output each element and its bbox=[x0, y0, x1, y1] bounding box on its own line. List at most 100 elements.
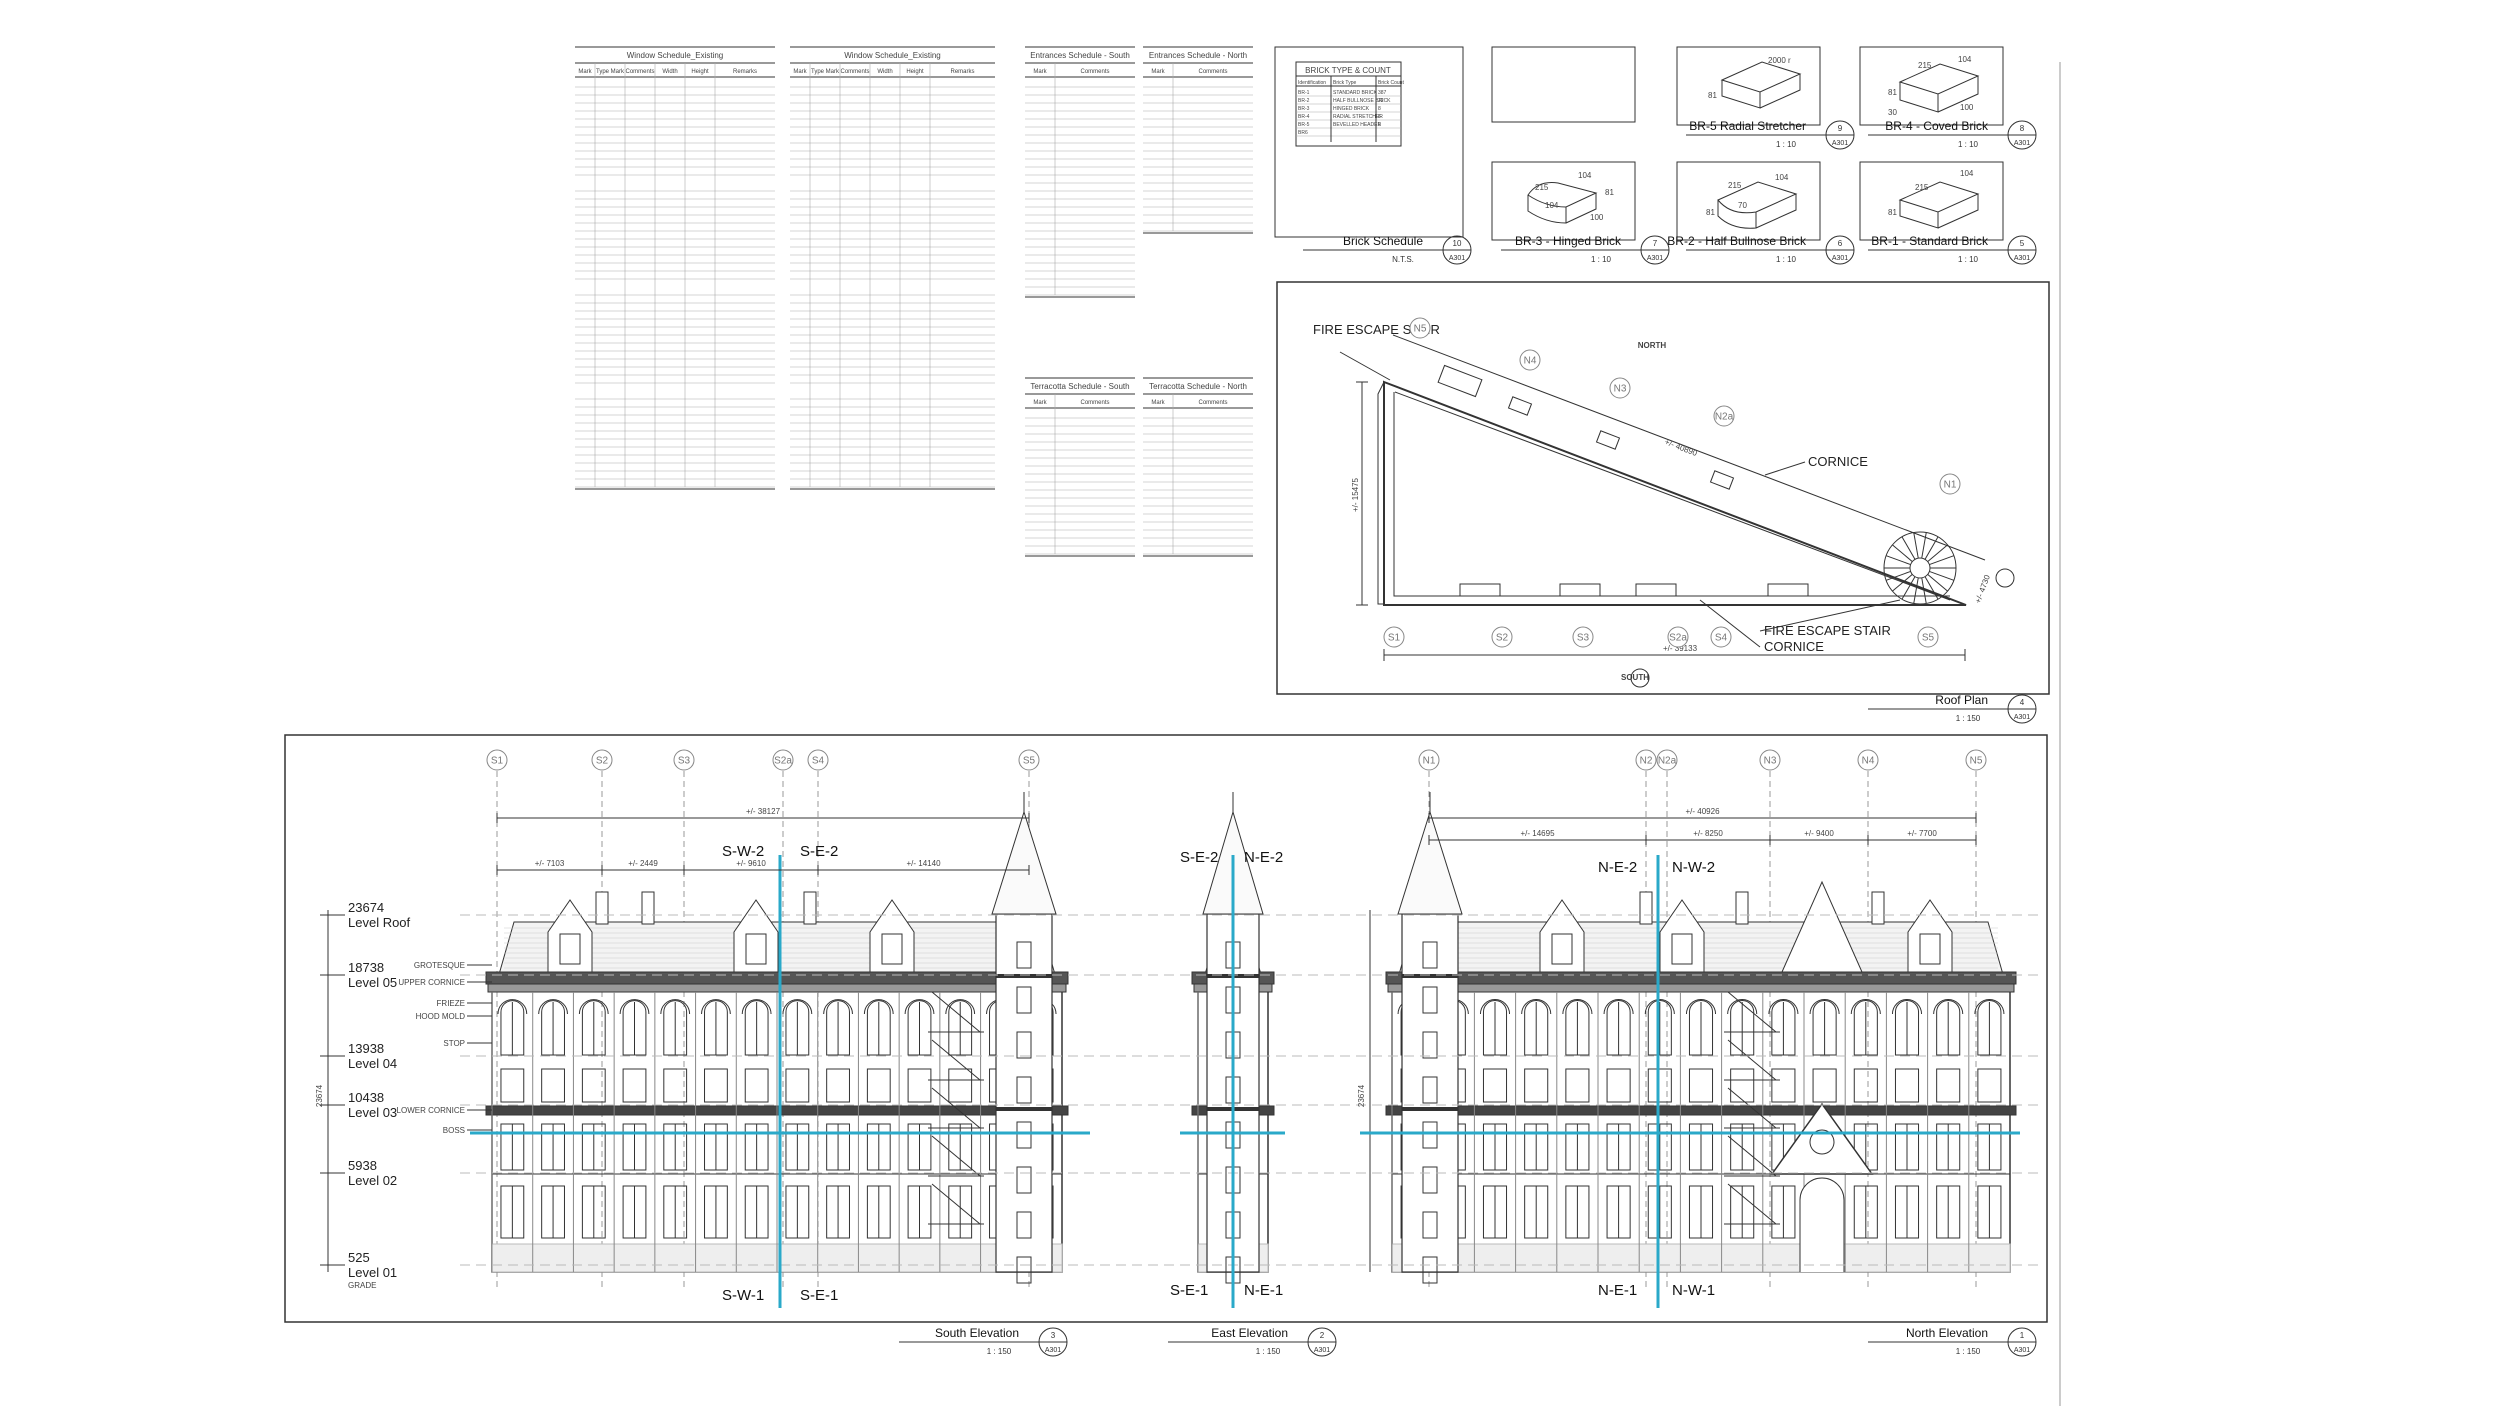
south-window bbox=[704, 1068, 728, 1103]
south-grid-S1-label: S1 bbox=[491, 756, 504, 767]
north-hood-mold bbox=[1562, 999, 1593, 1015]
east-title-num: 2 bbox=[1320, 1331, 1325, 1340]
north-turret-window bbox=[1422, 941, 1438, 969]
south-window bbox=[866, 1068, 891, 1103]
south-arched-window bbox=[948, 1000, 973, 1056]
brick-cell: RADIAL STRETCHER bbox=[1333, 114, 1383, 120]
section-ne1: N-E-1 bbox=[1598, 1282, 1637, 1299]
brick-cell: 6 bbox=[1378, 122, 1381, 128]
brick-cell: BR-2 bbox=[1298, 98, 1310, 104]
roof-grid-N1: N1 bbox=[1939, 473, 1961, 495]
south-grid-S1: S1 bbox=[486, 749, 508, 771]
br1-dim-1: 215 bbox=[1915, 183, 1929, 192]
roof-grid-S1-circle bbox=[1383, 626, 1405, 648]
north-hood-mold bbox=[1727, 999, 1758, 1015]
detail-title-3-sheet: A301 bbox=[1647, 255, 1663, 262]
north-grid-N2: N2 bbox=[1635, 749, 1657, 771]
north-window bbox=[1853, 1068, 1878, 1103]
north-grid-N3-circle bbox=[1759, 749, 1781, 771]
north-hood-mold bbox=[1685, 999, 1717, 1015]
north-fire-escape-stair bbox=[1727, 1039, 1777, 1081]
brick-cell: 6 bbox=[1378, 114, 1381, 120]
north bbox=[1385, 792, 2017, 1284]
brick-cell: 22 bbox=[1378, 98, 1384, 104]
north-arched-window bbox=[1730, 1000, 1755, 1056]
north-fire-escape-stair bbox=[1727, 991, 1777, 1033]
level-name-0: Level Roof bbox=[348, 915, 411, 930]
roof-grid-N3: N3 bbox=[1609, 377, 1631, 399]
roof-dim-diag: +/- 4730 bbox=[1973, 573, 1992, 604]
south-window bbox=[907, 1068, 932, 1103]
south-arched-window bbox=[541, 1000, 565, 1056]
stair-spoke bbox=[1901, 536, 1916, 560]
height-dim-text: 23674 bbox=[315, 1084, 324, 1107]
south-grid-S1-circle bbox=[486, 749, 508, 771]
detail-title-2-text: BR-4 - Coved Brick bbox=[1885, 119, 1989, 133]
stair-spoke bbox=[1924, 536, 1939, 560]
brick-col-header: Brick Type bbox=[1333, 80, 1356, 86]
roof-dim-bottom: +/- 39133 bbox=[1663, 644, 1698, 653]
roof-grid-S5: S5 bbox=[1917, 626, 1939, 648]
roof-grid-S2a: S2a bbox=[1667, 626, 1689, 648]
br4-dim-1: 215 bbox=[1918, 61, 1932, 70]
window-schedule-1-title: Window Schedule_Existing bbox=[627, 51, 724, 60]
north-dormer-window bbox=[1919, 933, 1941, 965]
east-title-text: East Elevation bbox=[1211, 1326, 1288, 1340]
south-arched-window bbox=[826, 1000, 850, 1056]
level-name-2: Level 04 bbox=[348, 1056, 397, 1071]
roof-grid-N1-label: N1 bbox=[1944, 480, 1957, 491]
brick-cell: 8 bbox=[1378, 106, 1381, 112]
north-arched-window bbox=[1853, 1000, 1878, 1056]
window-schedule-2-header: Comments bbox=[840, 69, 869, 75]
level-elev-4: 5938 bbox=[348, 1158, 377, 1173]
level-elev-0: 23674 bbox=[348, 900, 384, 915]
section-sw2: S-W-2 bbox=[722, 843, 764, 860]
window-schedule-2-header: Mark bbox=[793, 69, 807, 75]
detail-title-5-text: BR-1 - Standard Brick bbox=[1871, 234, 1989, 248]
br2-dim-3: 70 bbox=[1738, 201, 1747, 210]
roof-grid-N4-circle bbox=[1519, 349, 1541, 371]
south-hood-mold bbox=[701, 999, 731, 1015]
south-arched-window bbox=[785, 1000, 810, 1056]
terracotta-schedule-north-header: Mark bbox=[1151, 400, 1165, 406]
north-grid-N2-label: N2 bbox=[1640, 756, 1653, 767]
north-arched-window bbox=[1606, 1000, 1631, 1056]
north-fire-escape-stair bbox=[1727, 1183, 1777, 1225]
south bbox=[485, 792, 1069, 1284]
stair-spoke bbox=[1892, 574, 1913, 592]
br4-dim-2: 104 bbox=[1958, 55, 1972, 64]
br4-dim-5: 100 bbox=[1960, 103, 1974, 112]
north-fire-escape-stair bbox=[1727, 1135, 1777, 1177]
roof-grid-S4: S4 bbox=[1710, 626, 1732, 648]
ground-label: GRADE bbox=[348, 1281, 376, 1290]
south-turret-window bbox=[1016, 1121, 1032, 1149]
roof-grid-S2-label: S2 bbox=[1496, 633, 1509, 644]
br5-panel: 2000 r 81 bbox=[1676, 46, 1821, 126]
detail-title-2-sheet: A301 bbox=[2014, 140, 2030, 147]
south-grid-S4-circle bbox=[807, 749, 829, 771]
south-arched-window bbox=[866, 1000, 891, 1056]
section-nw2: N-W-2 bbox=[1672, 859, 1715, 876]
level-elev-5: 525 bbox=[348, 1250, 370, 1265]
north-arched-window bbox=[1688, 1000, 1714, 1056]
north-window bbox=[1524, 1068, 1549, 1103]
terracotta-schedule-south-header: Comments bbox=[1080, 400, 1109, 406]
north-window bbox=[1771, 1068, 1796, 1103]
south-grid-S2a-label: S2a bbox=[774, 756, 792, 767]
section-sw1: S-W-1 bbox=[722, 1287, 764, 1304]
detail-title-2-scale: 1 : 10 bbox=[1958, 140, 1979, 149]
terracotta-schedule-north-header: Comments bbox=[1198, 400, 1227, 406]
south-grid-S5: S5 bbox=[1018, 749, 1040, 771]
south-window bbox=[541, 1068, 565, 1103]
north-hood-mold bbox=[1603, 999, 1634, 1015]
detail-title-0-num: 10 bbox=[1453, 239, 1462, 248]
south-hood-mold bbox=[782, 999, 813, 1015]
roof-grid-N3-label: N3 bbox=[1614, 384, 1627, 395]
